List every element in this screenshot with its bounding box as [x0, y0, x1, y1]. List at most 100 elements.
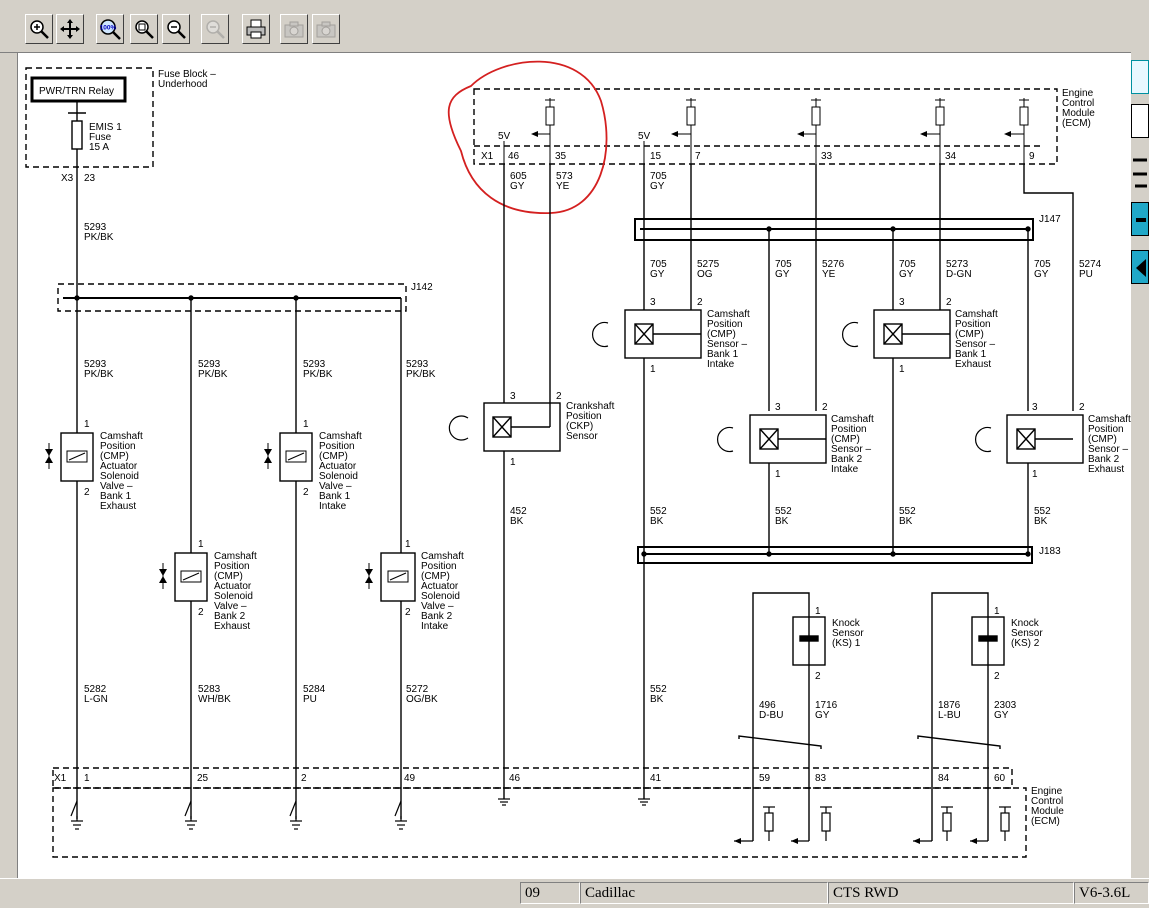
ecm-pin: 84 [938, 773, 950, 784]
ecm-pin: 49 [404, 773, 416, 784]
wire-label-605: 605 [510, 171, 527, 182]
component-label: Solenoid [214, 591, 253, 602]
ecm-connector: X1 [481, 151, 494, 162]
wire-color: PU [303, 694, 317, 705]
fuse-label-1: EMIS 1 [89, 122, 122, 133]
ecm-ref-5v: 5V [638, 131, 651, 142]
wire-label: 5276 [822, 259, 845, 270]
wire-color: GY [650, 181, 665, 192]
wire-color: BK [775, 516, 789, 527]
wire-5293-2: 5293 [198, 359, 221, 370]
component-label: Bank 2 [1088, 454, 1120, 465]
pin-label: 2 [84, 487, 90, 498]
component-label: Position [955, 319, 991, 330]
ecm-pin: 25 [197, 773, 209, 784]
ecm-label: Engine [1031, 786, 1063, 797]
fuse-label-3: 15 A [89, 142, 109, 153]
component-label: Position [566, 411, 602, 422]
right-panel [1131, 52, 1149, 878]
pin-label: 1 [303, 419, 309, 430]
print-button[interactable] [242, 14, 270, 44]
component-label: (KS) 2 [1011, 638, 1040, 649]
zoom-out-icon [167, 20, 186, 39]
zoom-fit-button[interactable] [130, 14, 158, 44]
component-label: (CMP) [319, 451, 348, 462]
knock-sensor-1: 1 2 Knock Sensor (KS) 1 [752, 592, 864, 841]
camera-icon [284, 21, 304, 38]
wire-color: BK [510, 516, 524, 527]
wire-label: 552 [1034, 506, 1051, 517]
component-label: Solenoid [319, 471, 358, 482]
component-label: Position [319, 441, 355, 452]
ecm-label: Module [1062, 108, 1095, 119]
junction-j142: J142 [411, 282, 433, 293]
wire-label-452: 452 [510, 506, 527, 517]
pin-label: 3 [775, 402, 781, 413]
wire-color: WH/BK [198, 694, 231, 705]
fuse-block-title-2: Underhood [158, 79, 207, 90]
wire-5293-1: 5293 [84, 359, 107, 370]
camera-button-2[interactable] [312, 14, 340, 44]
zoom-in-button[interactable] [25, 14, 53, 44]
component-label: (CMP) [214, 571, 243, 582]
fuse-pin: 23 [84, 173, 96, 184]
component-label: Bank 2 [214, 611, 246, 622]
pan-button[interactable] [56, 14, 84, 44]
fuse-block-title-1: Fuse Block – [158, 69, 216, 80]
camera-icon [316, 21, 336, 38]
wire-5293-3: 5293 [303, 359, 326, 370]
pin-label: 1 [84, 419, 90, 430]
wire-label: 2303 [994, 700, 1017, 711]
component-label: Position [421, 561, 457, 572]
pan-icon [60, 19, 80, 39]
pin-label: 1 [994, 606, 1000, 617]
pin-label: 2 [994, 671, 1000, 682]
component-label: Bank 1 [319, 491, 351, 502]
component-label: Valve – [214, 601, 247, 612]
component-label: Intake [831, 464, 859, 475]
wire-label: 552 [650, 506, 667, 517]
pin-label: 2 [303, 487, 309, 498]
pin-label: 2 [405, 607, 411, 618]
ecm-pin: 60 [994, 773, 1006, 784]
component-label: Valve – [319, 481, 352, 492]
ecm-label: (ECM) [1062, 118, 1091, 129]
wire-color: GY [510, 181, 525, 192]
zoom-100-button[interactable]: 100% [96, 14, 124, 44]
ecm-label: Module [1031, 806, 1064, 817]
zoom-100-label: 100% [100, 25, 117, 32]
pin-label: 1 [1032, 469, 1038, 480]
wire-color: OG [697, 269, 713, 280]
camera-button-1[interactable] [280, 14, 308, 44]
wire-color: GY [815, 710, 830, 721]
wire-color: BK [650, 694, 664, 705]
component-label: Intake [707, 359, 735, 370]
wire-color: OG/BK [406, 694, 438, 705]
wire-label: 1716 [815, 700, 838, 711]
zoom-disabled-button[interactable] [201, 14, 229, 44]
wire-pkbk-2: PK/BK [198, 369, 228, 380]
component-label: Camshaft [1088, 414, 1131, 425]
tools-icon[interactable] [1131, 152, 1149, 196]
ecm-label: Engine [1062, 88, 1094, 99]
component-label: Camshaft [100, 431, 143, 442]
diagram-canvas[interactable]: PWR/TRN Relay Fuse Block – Underhood EMI… [17, 52, 1132, 879]
pin-label: 2 [697, 297, 703, 308]
legend-button[interactable] [1131, 60, 1149, 94]
wire-label: 496 [759, 700, 776, 711]
wire-color: YE [822, 269, 836, 280]
ecm-pin: 41 [650, 773, 662, 784]
pin-label: 2 [1079, 402, 1085, 413]
component-label: Camshaft [955, 309, 998, 320]
status-model: CTS RWD [828, 882, 1074, 904]
component-label: (CMP) [831, 434, 860, 445]
zoom-out-button[interactable] [162, 14, 190, 44]
document-button[interactable] [1131, 104, 1149, 138]
wire-label: 5275 [697, 259, 720, 270]
wire-color: L-GN [84, 694, 108, 705]
back-arrow-button[interactable] [1131, 250, 1149, 284]
component-label: Solenoid [100, 471, 139, 482]
printer-icon [246, 19, 266, 39]
minus-button[interactable] [1131, 202, 1149, 236]
component-label: Actuator [100, 461, 138, 472]
